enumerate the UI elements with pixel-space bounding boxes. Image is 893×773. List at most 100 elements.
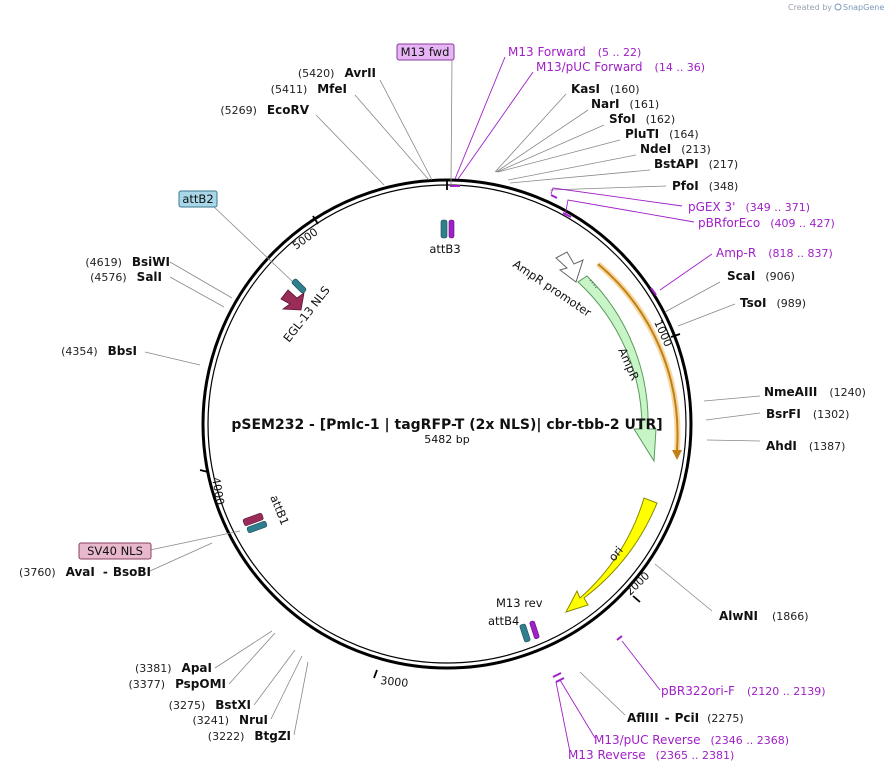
primer-pbr322ori-f: pBR322ori-F (2120 .. 2139) [661,684,826,698]
enzyme-sfoi: SfoI (162) [609,112,675,126]
tick-label-5000: 5000 [290,225,320,252]
enzyme-pos: (3760) [19,566,56,579]
line-mfei [354,94,430,181]
enzyme-afliii-pcii: AflIII-PciI(2275) [627,711,744,725]
line-alwni [654,563,713,612]
line-tsoi [677,303,736,327]
enzyme-name: NdeI [640,142,671,156]
attb2-box [178,190,218,208]
primer-name: M13 Reverse [568,748,646,762]
enzyme-apai: (3381)ApaI [135,661,212,675]
enzyme-bstxi: (3275)BstXI [169,698,251,712]
attb4-purple [529,620,540,639]
enzyme-alwni: AlwNI(1866) [719,609,809,623]
tick-label-3000: 3000 [380,674,409,690]
enzyme-name: NmeAIII [764,385,817,399]
enzyme-nari: NarI(161) [591,97,659,111]
plasmid-name: pSEM232 - [Pmlc-1 | tagRFP-T (2x NLS)| c… [231,417,662,433]
enzyme-name: ScaI [727,269,755,283]
primer-pgex3: pGEX 3' (349 .. 371) [688,200,810,214]
line-bstapi [509,169,651,184]
enzyme-name: BstAPI [654,157,699,171]
line-apai [214,630,273,669]
feature-attb1: attB1 [267,493,292,527]
enzyme-dash: - [665,711,670,725]
feature-attb4: attB4 [488,614,519,628]
primer-m13-reverse: M13 Reverse(2365 .. 2381) [568,748,734,762]
attb4-marks [519,620,540,643]
enzyme-sali: (4576)SalI [90,270,162,284]
primer-range: (409 .. 427) [770,217,835,230]
enzyme-pos: (906) [765,270,795,283]
attb3-marks [440,219,455,239]
enzyme-pos: (1866) [772,610,809,623]
enzyme-name: EcoRV [267,103,310,117]
enzyme-ahdi: AhdI(1387) [766,439,845,453]
primer-name: Amp-R [716,246,756,260]
line-m13-reverse [555,681,571,753]
enzyme-name: BstXI [215,698,251,712]
enzyme-name: BtgZI [254,729,291,743]
enzyme-pspomi: (3377)PspOMI [128,677,226,691]
sv40-nls-box [78,542,152,560]
enzyme-name: SfoI [609,112,636,126]
enzyme-pos: (3381) [135,662,172,675]
enzyme-pos: (213) [681,143,711,156]
primer-amp-r: Amp-R(818 .. 837) [716,246,833,260]
line-kasi [494,93,567,173]
line-bsiwi [169,261,233,299]
tick-marks [199,180,681,679]
enzyme-btgzi: (3222)BtgZI [208,729,291,743]
line-btgzi [293,661,309,736]
primer-lines [454,56,713,753]
mark-ampr-primer [650,287,657,296]
line-m13puc-reverse [559,679,596,739]
line-scai [664,281,721,313]
primer-range: (5 .. 22) [598,46,642,59]
enzyme-pos: (5269) [220,104,257,117]
primer-range: (14 .. 36) [655,61,706,74]
ampr-promoter-arrow [555,251,584,283]
primer-range: (349 .. 371) [745,201,810,214]
primer-m13puc-forward: M13/pUC Forward(14 .. 36) [536,60,705,74]
enzyme-pos: (348) [709,180,739,193]
tick-4000 [199,469,209,473]
line-pluti [497,139,621,173]
attb1-marks [242,513,268,533]
enzyme-name: PspOMI [175,677,226,691]
primer-range: (2120 .. 2139) [747,685,826,698]
m13-fwd-label: M13 fwd [401,45,450,59]
line-ndei [507,154,637,181]
attb3-teal [440,219,448,239]
ampr-orf-head [672,450,682,460]
enzyme-pos: (162) [646,113,676,126]
attb2-mark [291,278,307,294]
line-nrui [270,655,303,720]
enzyme-pos: (217) [709,158,739,171]
primer-name: pGEX 3' [688,200,735,214]
line-bbsi [144,351,201,366]
line-m13fwd [450,59,453,185]
line-m13-forward [454,56,506,180]
line-afliii [579,671,626,716]
enzyme-pos: (164) [669,128,699,141]
attb4-teal [519,623,531,643]
line-pfoi [549,185,667,191]
enzyme-pos: (2275) [707,712,744,725]
enzyme-scai: ScaI (906) [727,269,795,283]
tick-label-4000: 4000 [209,476,227,506]
line-sali [169,276,225,308]
line-pbr322ori [621,640,661,691]
line-nmeaiii [703,395,761,402]
primer-name: M13 Forward [508,45,586,59]
snapgene-logo-icon [834,3,842,11]
ampr-arrow [577,275,657,463]
enzyme-name: BbsI [108,344,137,358]
enzyme-pos: (5411) [271,83,308,96]
primer-name: pBR322ori-F [661,684,735,698]
enzyme-pos: (4619) [85,256,122,269]
line-pgex3 [550,187,683,207]
enzyme-name: BsrFI [766,407,801,421]
attb3-purple [448,219,455,239]
primer-m13puc-reverse: M13/pUC Reverse(2346 .. 2368) [594,733,789,747]
